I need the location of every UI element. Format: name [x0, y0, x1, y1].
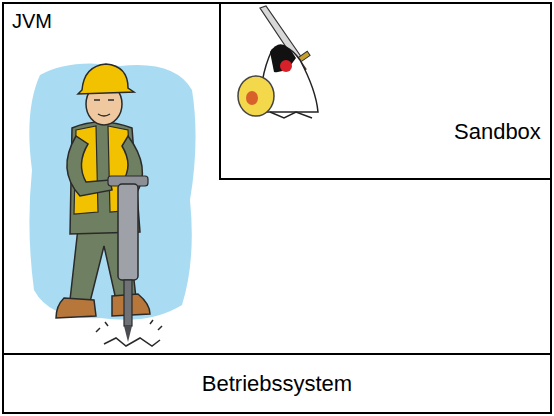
node-label: JVM	[12, 10, 52, 33]
worker-background	[29, 63, 195, 319]
node-label: Betriebssystem	[202, 371, 352, 396]
jvm-box: JVM Sandbox	[2, 2, 552, 355]
worker-figure	[56, 64, 162, 346]
node-label: Sandbox	[454, 119, 541, 144]
os-band: Betriebssystem	[2, 353, 552, 414]
duke-mascot	[238, 6, 318, 118]
sandbox-box: Sandbox	[219, 2, 552, 180]
